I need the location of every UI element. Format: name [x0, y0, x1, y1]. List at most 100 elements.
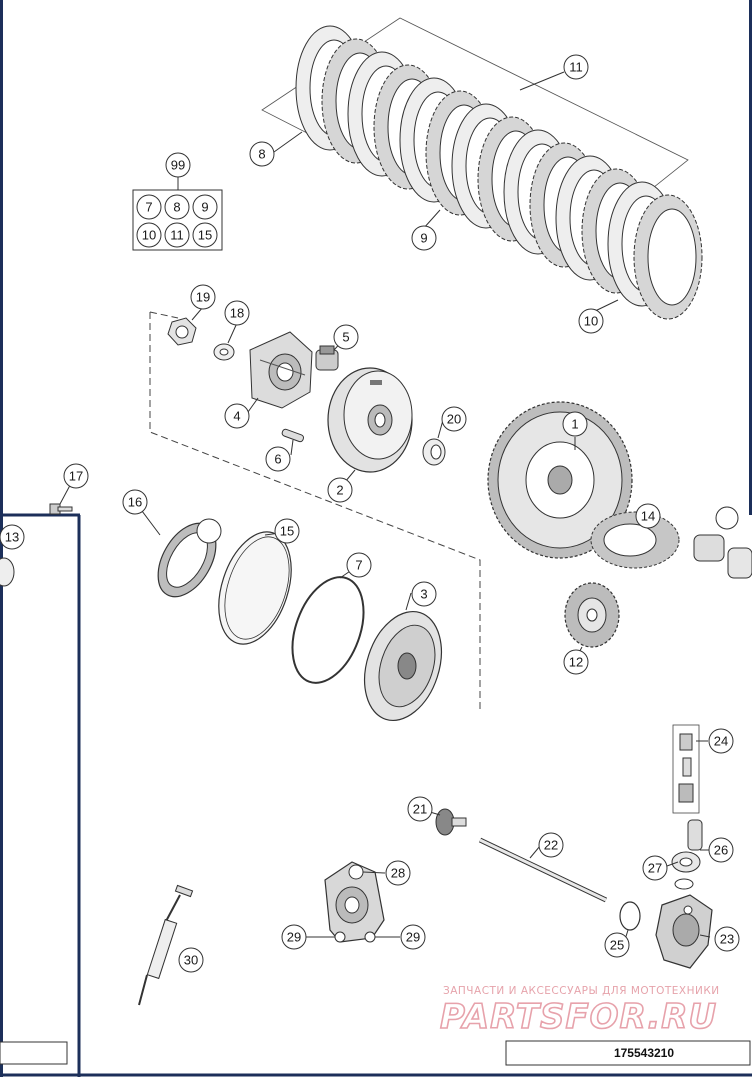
ring-part — [0, 557, 15, 587]
callout-circle — [563, 649, 589, 675]
callout-label: 29 — [287, 930, 301, 945]
kit-item-label: 7 — [145, 200, 152, 215]
callout-circle — [411, 581, 437, 607]
callout-label: 16 — [128, 495, 142, 510]
callout-label: 21 — [413, 802, 427, 817]
callout-20: 20 — [441, 406, 467, 432]
callout-circle — [265, 446, 291, 472]
callout-label: 19 — [196, 290, 210, 305]
callout-label: 29 — [406, 930, 420, 945]
callout-2: 2 — [327, 477, 353, 503]
callout-circle — [411, 225, 437, 251]
callout-circle — [190, 284, 216, 310]
callout-label: 11 — [569, 60, 583, 75]
watermark-brand: PARTSFOR.RU — [440, 997, 717, 1037]
callout-circle — [281, 924, 307, 950]
callout-5: 5 — [333, 324, 359, 350]
spring-retainer-part — [315, 345, 339, 371]
kit-item-circle — [192, 222, 218, 248]
callout-circle — [274, 518, 300, 544]
callout-label: 5 — [342, 330, 349, 345]
callout-label: 12 — [569, 655, 583, 670]
callout-22: 22 — [538, 832, 564, 858]
push-rod-part — [478, 837, 608, 903]
gear-part — [564, 582, 620, 648]
kit-item-circle — [192, 194, 218, 220]
thrust-washer-part — [422, 438, 446, 466]
bolt-part — [49, 503, 73, 515]
callout-label: 9 — [420, 231, 427, 246]
callout-label: 13 — [5, 530, 19, 545]
callout-circle — [249, 141, 275, 167]
assembly-outline — [149, 311, 481, 712]
piston-part — [435, 808, 467, 836]
callout-circle — [224, 300, 250, 326]
callout-label: 14 — [641, 509, 655, 524]
watermark: ЗАПЧАСТИ И АКСЕССУАРЫ ДЛЯ МОТОТЕХНИКИ PA… — [439, 985, 719, 1038]
banjo-fitting-part — [671, 819, 703, 890]
bleed-valve-part — [672, 724, 700, 814]
callout-circle — [708, 837, 734, 863]
plate-bore — [647, 208, 697, 306]
pressure-disc-part — [364, 610, 442, 722]
callout-17: 17 — [63, 463, 89, 489]
callout-label: 15 — [280, 524, 294, 539]
slave-cylinder-part — [655, 894, 713, 969]
callout-circle — [562, 411, 588, 437]
callout-circle — [327, 477, 353, 503]
callout-label: 4 — [233, 409, 240, 424]
callout-label: 27 — [648, 861, 662, 876]
callout-29b: 29 — [400, 924, 426, 950]
callout-28: 28 — [385, 860, 411, 886]
callout-label: 22 — [544, 838, 558, 853]
callout-label: 18 — [230, 306, 244, 321]
kit-item-label: 11 — [170, 228, 184, 243]
o-ring-part — [619, 901, 641, 931]
callout-13: 13 — [0, 524, 25, 550]
kit-item-circle — [164, 222, 190, 248]
callout-label: 1 — [571, 417, 578, 432]
pressure-plate-part — [327, 367, 413, 473]
callout-14: 14 — [635, 503, 661, 529]
callout-circle — [708, 728, 734, 754]
cut-callouts — [196, 506, 739, 544]
callout-label: 20 — [447, 412, 461, 427]
callout-circle — [407, 796, 433, 822]
callout-25: 25 — [604, 932, 630, 958]
callout-18: 18 — [224, 300, 250, 326]
callout-circle — [178, 947, 204, 973]
callout-label: 23 — [720, 932, 734, 947]
callout-26: 26 — [708, 837, 734, 863]
callout-circle — [400, 924, 426, 950]
callout-12: 12 — [563, 649, 589, 675]
callout-8: 8 — [249, 141, 275, 167]
callout-circle — [538, 832, 564, 858]
callout-circle — [333, 324, 359, 350]
callout-3: 3 — [411, 581, 437, 607]
callout-label: 2 — [336, 483, 343, 498]
callout-4: 4 — [224, 403, 250, 429]
callout-label: 26 — [714, 843, 728, 858]
kit-item-label: 10 — [142, 228, 156, 243]
kit-item-label: 15 — [198, 228, 212, 243]
callout-circle — [63, 463, 89, 489]
syringe-tool — [138, 884, 194, 1006]
kit-item-label: 8 — [173, 200, 180, 215]
callout-1: 1 — [562, 411, 588, 437]
callout-circle — [0, 524, 25, 550]
callout-15: 15 — [274, 518, 300, 544]
callout-label: 24 — [714, 734, 728, 749]
wire-ring-part — [291, 576, 365, 684]
callout-label: 30 — [184, 953, 198, 968]
lock-washer-part — [213, 343, 235, 361]
inner-hub-part — [249, 331, 313, 409]
callout-circle — [642, 855, 668, 881]
callout-30: 30 — [178, 947, 204, 973]
callout-circle — [122, 489, 148, 515]
callout-99: 99 — [165, 152, 191, 178]
thrust-bearing-part — [157, 522, 217, 598]
primary-gear-part — [590, 511, 680, 569]
clutch-plate-stack — [261, 17, 703, 320]
callout-circle — [578, 308, 604, 334]
